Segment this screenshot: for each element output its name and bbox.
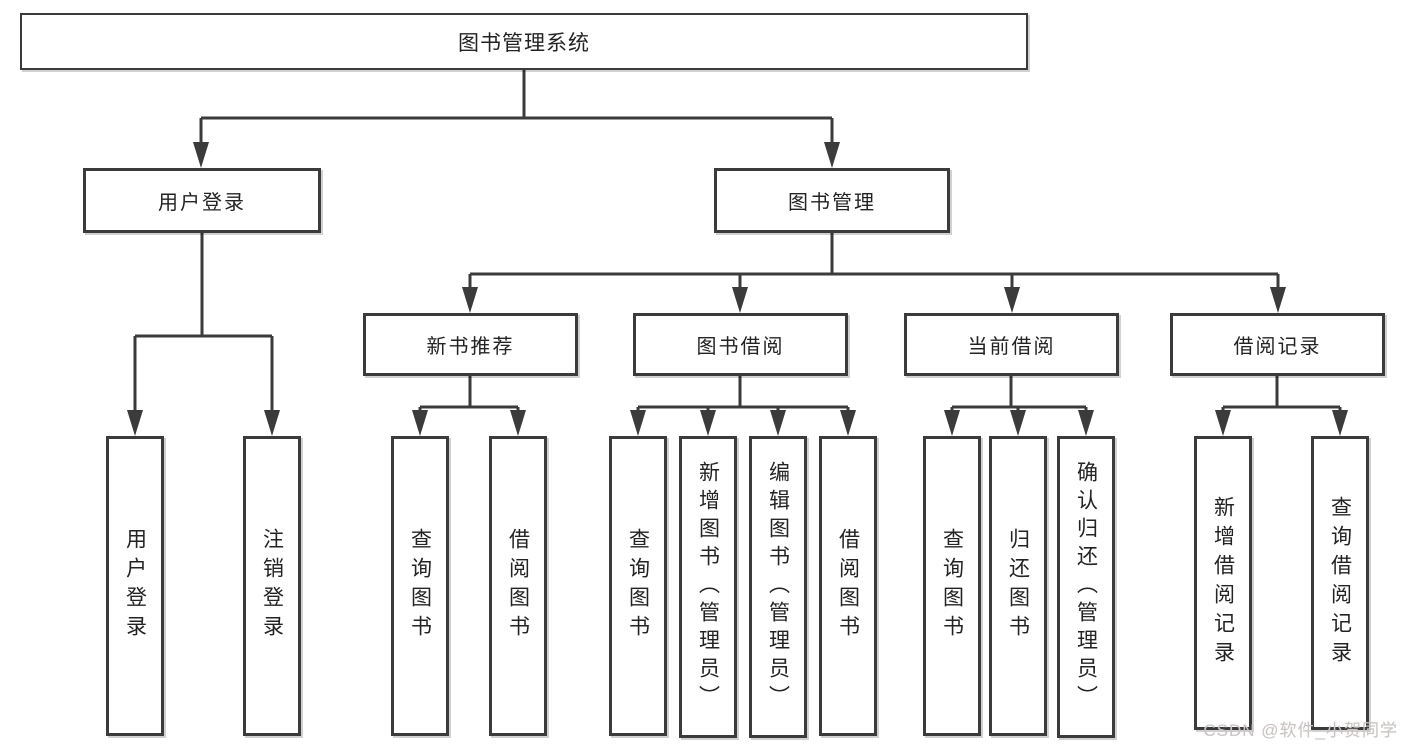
- node-user-login-branch: 用户登录: [83, 168, 321, 233]
- node-label: 新增借阅记录: [1211, 496, 1235, 670]
- arrowheads: [127, 142, 1348, 436]
- node-leaf-confirm-return-admin: 确认归还（管理员）: [1057, 436, 1115, 738]
- node-leaf-borrow-books-recommend: 借阅图书: [489, 436, 547, 736]
- node-leaf-add-borrow-record: 新增借阅记录: [1194, 436, 1252, 730]
- node-leaf-user-login: 用户登录: [106, 436, 164, 736]
- node-label: 编辑图书（管理员）: [766, 461, 790, 713]
- node-label: 归还图书: [1006, 528, 1030, 644]
- node-label: 用户登录: [123, 528, 147, 644]
- node-root-label: 图书管理系统: [458, 31, 590, 55]
- node-leaf-edit-book-admin: 编辑图书（管理员）: [749, 436, 807, 738]
- node-borrowing-records: 借阅记录: [1170, 313, 1385, 376]
- node-root-system: 图书管理系统: [20, 13, 1028, 70]
- node-label: 查询图书: [940, 528, 964, 644]
- node-label: 查询图书: [626, 528, 650, 644]
- node-label: 图书管理: [788, 192, 876, 214]
- node-leaf-logout: 注销登录: [243, 436, 301, 736]
- node-label: 借阅图书: [506, 528, 530, 644]
- node-leaf-query-borrow-record: 查询借阅记录: [1311, 436, 1369, 730]
- node-leaf-return-books: 归还图书: [989, 436, 1047, 736]
- node-book-borrowing: 图书借阅: [633, 313, 848, 376]
- node-label: 新书推荐: [426, 336, 515, 358]
- node-label: 当前借阅: [967, 336, 1056, 358]
- node-label: 用户登录: [158, 192, 246, 214]
- node-label: 确认归还（管理员）: [1074, 461, 1098, 713]
- node-new-book-recommend: 新书推荐: [363, 313, 578, 376]
- node-label: 借阅图书: [836, 528, 860, 644]
- node-label: 新增图书（管理员）: [696, 461, 720, 713]
- node-label: 借阅记录: [1233, 336, 1322, 358]
- node-label: 注销登录: [260, 528, 284, 644]
- node-book-management-branch: 图书管理: [714, 168, 950, 233]
- node-label: 查询图书: [408, 528, 432, 644]
- node-current-borrowing: 当前借阅: [904, 313, 1119, 376]
- csdn-watermark: CSDN @软件_小贺同学: [1203, 721, 1398, 740]
- node-label: 查询借阅记录: [1328, 496, 1352, 670]
- node-label: 图书借阅: [696, 336, 785, 358]
- node-leaf-query-books-recommend: 查询图书: [391, 436, 449, 736]
- node-leaf-borrow-books: 借阅图书: [819, 436, 877, 736]
- node-leaf-query-books-current: 查询图书: [923, 436, 981, 736]
- node-leaf-query-books-borrow: 查询图书: [609, 436, 667, 736]
- node-leaf-add-book-admin: 新增图书（管理员）: [679, 436, 737, 738]
